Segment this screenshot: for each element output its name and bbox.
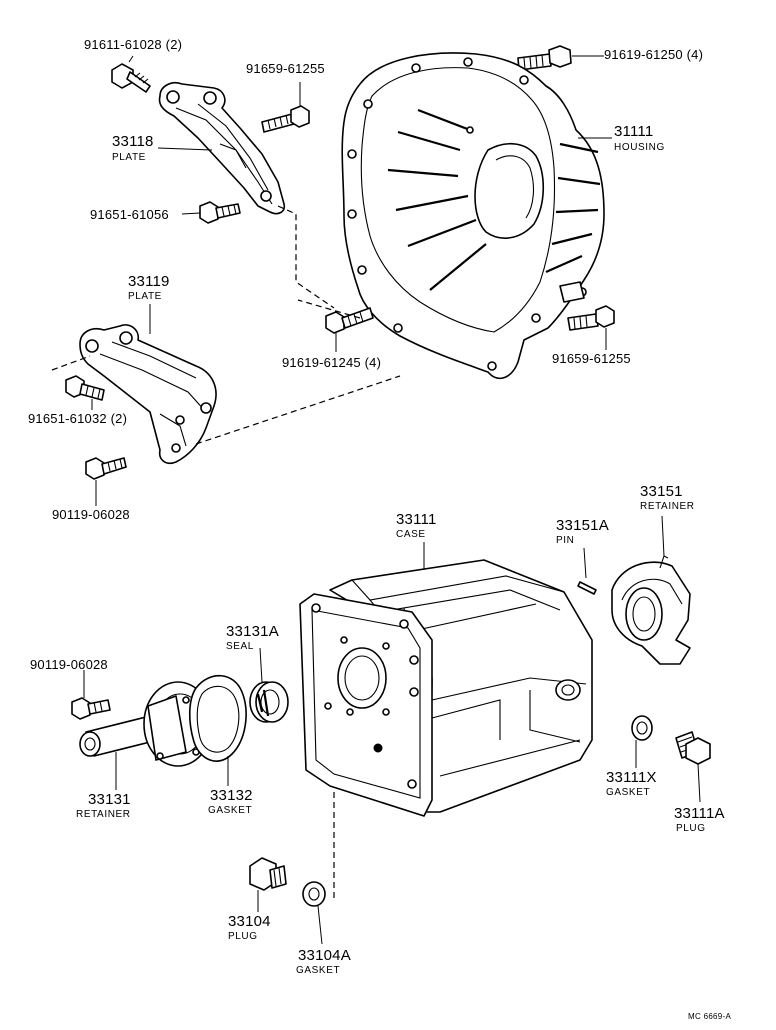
bolt-90119-06028-upper bbox=[85, 457, 127, 506]
label-90119-06028-upper: 90119-06028 bbox=[52, 507, 130, 522]
pin-33151A bbox=[577, 547, 597, 595]
label-91659-61255-top: 91659-61255 bbox=[246, 61, 325, 76]
label-33111X-number: 33111X bbox=[606, 769, 657, 786]
bolt-90119-06028-lower bbox=[71, 670, 111, 720]
case-33111 bbox=[299, 542, 593, 817]
housing-31111 bbox=[341, 52, 612, 380]
gasket-33132 bbox=[188, 674, 247, 786]
bolt-91659-61255-right bbox=[567, 305, 615, 350]
label-33104-number: 33104 bbox=[228, 913, 271, 930]
plug-33104 bbox=[249, 857, 287, 912]
label-33131A-number: 33131A bbox=[226, 623, 279, 640]
label-33111-name: CASE bbox=[396, 529, 426, 540]
retainer-33151 bbox=[611, 515, 691, 665]
label-33104A-number: 33104A bbox=[298, 947, 351, 964]
bolt-91611-61028 bbox=[111, 55, 151, 93]
plug-33111A bbox=[675, 731, 711, 803]
label-33118-number: 33118 bbox=[112, 133, 154, 150]
label-33131-number: 33131 bbox=[88, 791, 131, 808]
label-33119-number: 33119 bbox=[128, 273, 170, 290]
label-33111-number: 33111 bbox=[396, 511, 437, 528]
bolt-91619-61250 bbox=[517, 45, 604, 71]
label-33151-number: 33151 bbox=[640, 483, 683, 500]
label-33132-number: 33132 bbox=[210, 787, 253, 804]
label-33131A-name: SEAL bbox=[226, 641, 254, 652]
label-33151-name: RETAINER bbox=[640, 501, 695, 512]
label-33111A-number: 33111A bbox=[674, 805, 725, 822]
label-90119-06028-lower: 90119-06028 bbox=[30, 657, 108, 672]
label-33131-name: RETAINER bbox=[76, 809, 131, 820]
label-33111A-name: PLUG bbox=[676, 823, 706, 834]
plate-33118 bbox=[157, 81, 286, 215]
label-33111X-name: GASKET bbox=[606, 787, 651, 798]
gasket-33111X bbox=[631, 715, 653, 768]
plate-33119 bbox=[79, 304, 217, 465]
bolt-91659-61255-top bbox=[261, 82, 310, 133]
label-33119-name: PLATE bbox=[128, 291, 162, 302]
label-33151A-name: PIN bbox=[556, 535, 575, 546]
label-91619-61250: 91619-61250 (4) bbox=[604, 47, 704, 62]
label-91651-61056: 91651-61056 bbox=[90, 207, 169, 222]
label-33118-name: PLATE bbox=[112, 152, 146, 163]
bolt-91651-61032 bbox=[65, 375, 105, 410]
label-31111-name: HOUSING bbox=[614, 142, 665, 153]
label-91611-61028: 91611-61028 (2) bbox=[84, 37, 183, 52]
label-33104A-name: GASKET bbox=[296, 965, 341, 976]
label-91659-61255-right: 91659-61255 bbox=[552, 351, 631, 366]
label-31111-number: 31111 bbox=[614, 123, 654, 140]
label-33132-name: GASKET bbox=[208, 805, 253, 816]
seal-33131A bbox=[249, 647, 289, 723]
drawing-code: MC 6669-A bbox=[688, 1012, 732, 1021]
label-33104-name: PLUG bbox=[228, 931, 258, 942]
bolt-91619-61245 bbox=[325, 307, 374, 352]
label-91651-61032: 91651-61032 (2) bbox=[28, 411, 128, 426]
label-33151A-number: 33151A bbox=[556, 517, 609, 534]
gasket-33104A bbox=[302, 881, 326, 945]
label-91619-61245: 91619-61245 (4) bbox=[282, 355, 382, 370]
bolt-91651-61056 bbox=[181, 201, 241, 224]
